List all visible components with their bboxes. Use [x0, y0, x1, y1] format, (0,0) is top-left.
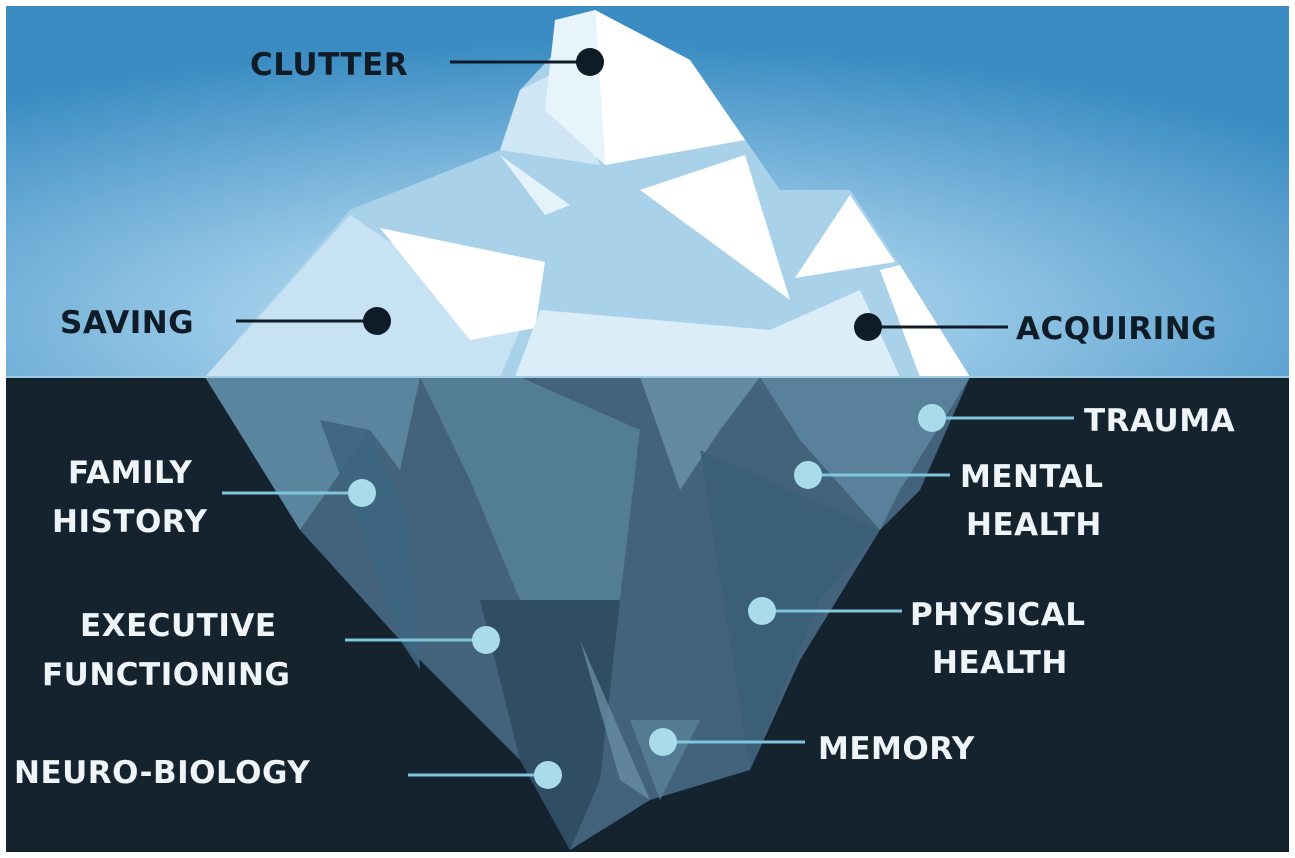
executive-functioning-marker — [472, 626, 500, 654]
physical-health-label-line-1: PHYSICAL — [910, 597, 1085, 633]
physical-health-label-line-2: HEALTH — [932, 645, 1068, 681]
trauma-label: TRAUMA — [1084, 403, 1235, 439]
family-history-label-line-2: HISTORY — [52, 504, 207, 540]
physical-health-marker — [748, 597, 776, 625]
trauma-marker — [918, 404, 946, 432]
neuro-biology-label: NEURO-BIOLOGY — [14, 755, 310, 791]
clutter-label: CLUTTER — [250, 47, 408, 83]
memory-marker — [649, 728, 677, 756]
acquiring-marker — [854, 313, 882, 341]
executive-functioning-label-line-2: FUNCTIONING — [42, 657, 290, 693]
mental-health-label-line-2: HEALTH — [966, 507, 1102, 543]
clutter-marker — [576, 48, 604, 76]
family-history-label-line-1: FAMILY — [68, 455, 192, 491]
acquiring-label: ACQUIRING — [1016, 311, 1217, 347]
mental-health-label-line-1: MENTAL — [960, 459, 1103, 495]
saving-marker — [363, 307, 391, 335]
mental-health-marker — [794, 461, 822, 489]
neuro-biology-marker — [534, 761, 562, 789]
iceberg-tip — [205, 10, 970, 377]
executive-functioning-label-line-1: EXECUTIVE — [80, 608, 277, 644]
saving-label: SAVING — [60, 305, 194, 341]
family-history-marker — [348, 479, 376, 507]
memory-label: MEMORY — [818, 731, 975, 767]
